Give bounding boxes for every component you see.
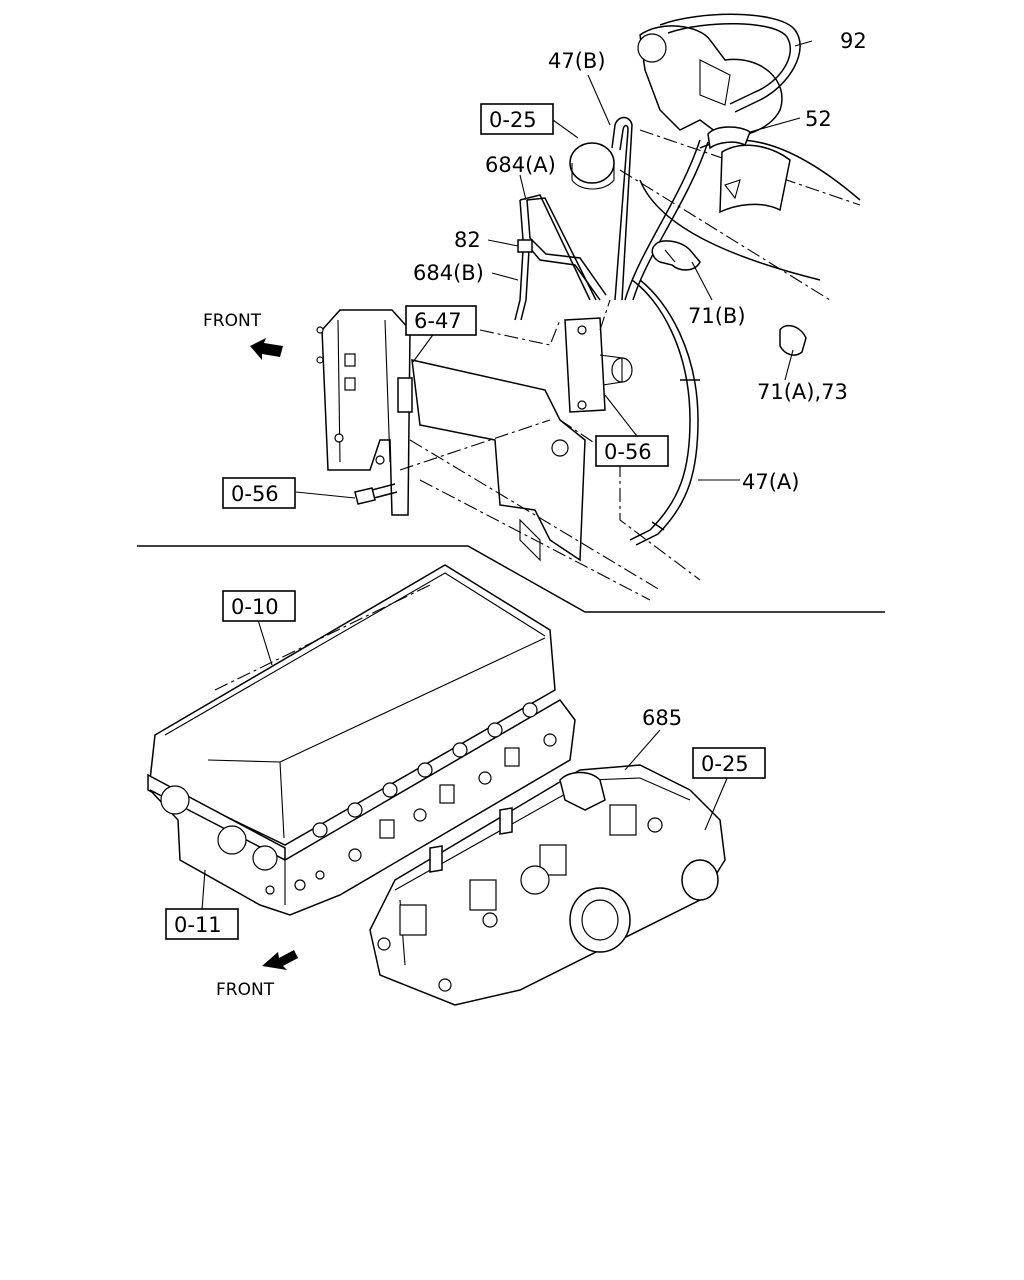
label-47a: 47(A) <box>742 470 799 494</box>
label-47b: 47(B) <box>548 49 606 73</box>
front-arrow-icon <box>262 950 298 970</box>
label-52: 52 <box>805 107 832 131</box>
ref-box-6-47: 6-47 <box>414 309 462 333</box>
labels: 92 47(B) 0-25 52 684(A) 82 684(B) 71(B) … <box>165 29 867 1000</box>
front-label-bottom: FRONT <box>216 980 275 1000</box>
ref-box-0-10: 0-10 <box>231 595 279 619</box>
label-71a-73: 71(A),73 <box>757 380 848 404</box>
front-label-top: FRONT <box>203 311 262 331</box>
label-71b: 71(B) <box>688 304 746 328</box>
label-685: 685 <box>642 706 682 730</box>
label-82: 82 <box>454 228 481 252</box>
ref-box-0-11: 0-11 <box>174 913 222 937</box>
lower-assembly <box>147 564 729 1006</box>
ref-box-0-25-bottom: 0-25 <box>701 752 749 776</box>
label-684b: 684(B) <box>413 261 484 285</box>
upper-assembly <box>137 13 885 613</box>
ref-box-0-56-left: 0-56 <box>231 482 279 506</box>
label-92: 92 <box>840 29 867 53</box>
ref-box-0-56-right: 0-56 <box>604 440 652 464</box>
front-arrow-icon <box>250 338 283 360</box>
label-684a: 684(A) <box>485 153 556 177</box>
ref-box-0-25-top: 0-25 <box>489 108 537 132</box>
